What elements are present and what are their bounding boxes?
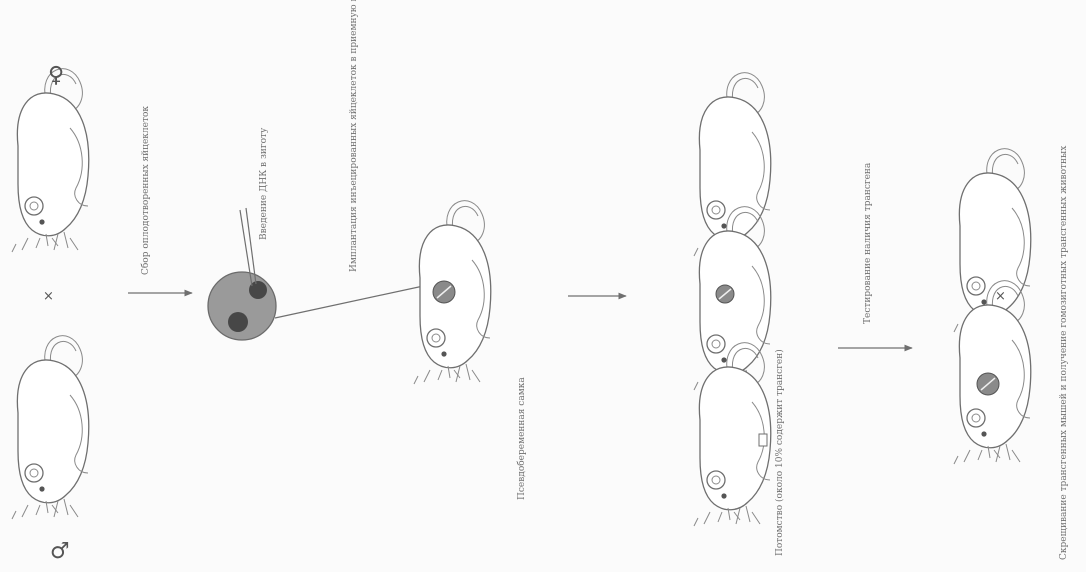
mouse-transgenic-2 (954, 281, 1031, 464)
label-pregnancy: Псевдобеременная самка (516, 377, 527, 500)
mouse-progeny-3 (694, 343, 771, 526)
mouse-female-parent (12, 69, 89, 252)
label-progeny: Потомство (около 10% содержит трансген) (774, 349, 785, 556)
label-crossing: Скрещивание трансгенных мышей и получени… (1059, 146, 1069, 560)
mouse-male-parent (12, 336, 89, 519)
cross-symbol-parents: × (43, 289, 54, 304)
label-transplant: Имплантация инъецированных яйцеклеток в … (349, 0, 359, 272)
arrow-to-foster (275, 285, 428, 318)
mouse-foster-mother (414, 201, 491, 384)
female-symbol: ♀ (48, 63, 64, 88)
male-symbol: ♂ (50, 539, 70, 564)
label-inject-dna: Введение ДНК в зиготу (259, 127, 269, 240)
cross-symbol-transgenic: × (995, 289, 1006, 304)
label-testing: Тестирование наличия трансгена (863, 162, 873, 324)
label-collect-zygotes: Сбор оплодотворенных яйцеклеток (140, 106, 151, 275)
zygote-icon (208, 272, 276, 340)
